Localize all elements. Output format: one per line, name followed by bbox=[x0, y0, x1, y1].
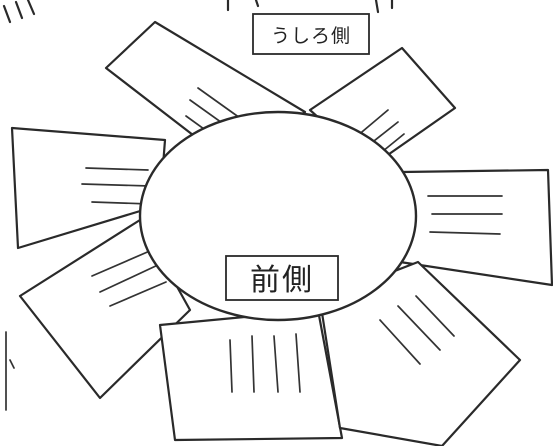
top-center-scribble bbox=[226, 0, 260, 12]
front-label-text: 前側 bbox=[250, 263, 314, 298]
panel-bottom bbox=[158, 308, 344, 442]
petal-panels bbox=[10, 20, 553, 446]
back-label: うしろ側 bbox=[252, 13, 370, 55]
back-label-text: うしろ側 bbox=[271, 25, 351, 47]
panel-left-lower bbox=[18, 218, 192, 400]
panel-bottom-right bbox=[318, 260, 522, 446]
edge-scribbles bbox=[2, 0, 394, 411]
front-label-box bbox=[225, 255, 339, 301]
top-right-scribble bbox=[374, 0, 394, 14]
hatch-right bbox=[427, 195, 503, 235]
left-edge-scribble bbox=[5, 331, 15, 411]
center-ellipse bbox=[138, 110, 418, 322]
hatch-left-lower bbox=[91, 249, 167, 307]
top-left-scribble bbox=[2, 0, 36, 24]
hatch-bottom-right bbox=[379, 295, 455, 365]
back-label-box bbox=[252, 13, 370, 55]
front-label: 前側 bbox=[225, 255, 339, 301]
hatch-bottom bbox=[229, 333, 301, 393]
